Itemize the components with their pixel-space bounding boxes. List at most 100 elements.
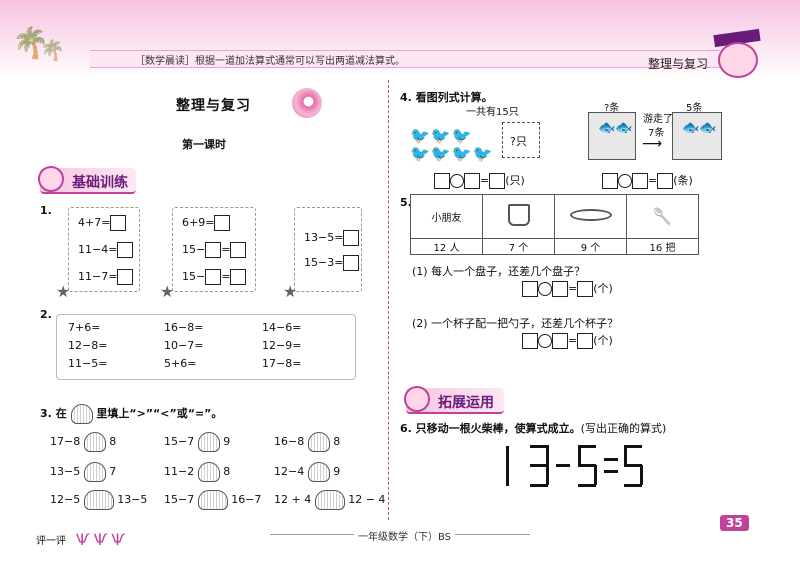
answer-box[interactable] bbox=[522, 333, 538, 349]
equation: 15−= bbox=[182, 242, 247, 258]
morning-reading-tip: ［数学晨读］根据一道加法算式通常可以写出两道减法算式。 bbox=[135, 56, 405, 67]
cup-icon bbox=[507, 204, 530, 226]
answer-box[interactable] bbox=[489, 173, 506, 189]
book-name: 一年级数学（下）BS bbox=[354, 528, 456, 543]
matchstick[interactable] bbox=[624, 464, 642, 467]
matchstick[interactable] bbox=[546, 465, 549, 485]
answer-box[interactable] bbox=[214, 215, 231, 231]
fish-icon: 🐟🐟 bbox=[682, 120, 717, 136]
answer-box[interactable] bbox=[522, 281, 538, 297]
matchstick[interactable] bbox=[624, 445, 627, 465]
matchstick[interactable] bbox=[506, 446, 509, 486]
answer-box[interactable] bbox=[632, 173, 648, 189]
equation-template: =(只) bbox=[434, 172, 525, 189]
expression: 12−9= bbox=[262, 339, 302, 352]
starfish-icon: ★ bbox=[160, 282, 175, 301]
answer-box[interactable] bbox=[577, 281, 594, 297]
equation: 15−3= bbox=[304, 255, 360, 271]
equation: 6+9= bbox=[182, 215, 231, 231]
matchstick[interactable] bbox=[640, 465, 643, 485]
compare-blank[interactable] bbox=[83, 462, 106, 482]
compare-blank[interactable] bbox=[314, 490, 345, 510]
matchstick[interactable] bbox=[578, 484, 596, 487]
answer-box[interactable] bbox=[577, 333, 594, 349]
answer-box[interactable] bbox=[110, 215, 127, 231]
starfish-icon: ★ bbox=[56, 282, 71, 301]
matchstick[interactable] bbox=[530, 445, 548, 448]
section-name: 整理与复习 bbox=[648, 57, 709, 71]
equation-template: =(个) bbox=[522, 332, 613, 349]
answer-box[interactable] bbox=[117, 269, 134, 285]
operator-circle[interactable] bbox=[450, 174, 464, 188]
operator-circle[interactable] bbox=[618, 174, 632, 188]
answer-box[interactable] bbox=[552, 333, 568, 349]
matchstick[interactable] bbox=[578, 445, 596, 448]
comparison: 12−5 13−5 bbox=[50, 490, 147, 510]
answer-box[interactable] bbox=[602, 173, 618, 189]
operator-circle[interactable] bbox=[538, 334, 552, 348]
matchstick[interactable] bbox=[530, 464, 548, 467]
comparison: 16−8 8 bbox=[274, 432, 340, 452]
sub-question-2: (2) 一个杯子配一把勺子，还差几个杯子？ bbox=[412, 317, 619, 330]
expression: 12−8= bbox=[68, 339, 108, 352]
spoon-cell: 🥄 bbox=[626, 194, 699, 239]
matchstick[interactable] bbox=[624, 445, 642, 448]
equation: 11−4= bbox=[78, 242, 134, 258]
arrow-right-icon: ⟶ bbox=[642, 136, 663, 152]
shell-icon bbox=[292, 88, 322, 118]
basic-training-label: 基础训练 bbox=[72, 175, 128, 191]
birds-picture: 🐦🐦🐦🐦 bbox=[410, 144, 494, 163]
palm-tree-icon: 🌴 bbox=[12, 26, 50, 61]
birds-picture: 🐦🐦🐦 bbox=[410, 126, 473, 145]
sub-question-1: (1) 每人一个盘子，还差几个盘子？ bbox=[412, 265, 586, 278]
page-title: 整理与复习 bbox=[176, 98, 251, 114]
starfish-icon: ★ bbox=[283, 282, 298, 301]
compare-blank[interactable] bbox=[197, 490, 228, 510]
answer-box[interactable] bbox=[464, 173, 480, 189]
answer-box[interactable] bbox=[552, 281, 568, 297]
mascot-icon bbox=[718, 42, 758, 78]
matchstick[interactable] bbox=[604, 470, 618, 473]
comparison: 12 + 4 12 − 4 bbox=[274, 490, 385, 510]
compare-blank[interactable] bbox=[307, 462, 330, 482]
matchstick[interactable] bbox=[594, 465, 597, 485]
matchstick[interactable] bbox=[604, 458, 618, 461]
compare-blank[interactable] bbox=[83, 432, 106, 452]
header-children: 小朋友 bbox=[410, 194, 483, 239]
answer-box[interactable] bbox=[343, 230, 360, 246]
answer-box[interactable] bbox=[434, 173, 450, 189]
equation: 13−5= bbox=[304, 230, 360, 246]
total-label: 一共有15只 bbox=[466, 107, 519, 118]
expression: 7+6= bbox=[68, 321, 101, 334]
answer-box[interactable] bbox=[230, 242, 247, 258]
comparison: 15−7 16−7 bbox=[164, 490, 261, 510]
answer-box[interactable] bbox=[343, 255, 360, 271]
matchstick[interactable] bbox=[530, 484, 548, 487]
answer-box[interactable] bbox=[205, 269, 222, 285]
compare-blank[interactable] bbox=[83, 490, 114, 510]
compare-blank[interactable] bbox=[307, 432, 330, 452]
matchstick[interactable] bbox=[546, 445, 549, 465]
equation: 15−= bbox=[182, 269, 247, 285]
palm-tree-icon: 🌴 bbox=[40, 38, 65, 62]
expression: 16−8= bbox=[164, 321, 204, 334]
expression: 11−5= bbox=[68, 357, 108, 370]
calculation-box bbox=[56, 314, 356, 380]
equation-card bbox=[294, 207, 362, 292]
answer-box[interactable] bbox=[657, 173, 674, 189]
answer-box[interactable] bbox=[117, 242, 134, 258]
mascot-icon bbox=[404, 386, 430, 412]
operator-circle[interactable] bbox=[538, 282, 552, 296]
matchstick[interactable] bbox=[578, 445, 581, 465]
matchstick[interactable] bbox=[578, 464, 596, 467]
matchstick[interactable] bbox=[556, 464, 570, 467]
comparison: 13−5 7 bbox=[50, 462, 116, 482]
answer-box[interactable] bbox=[230, 269, 247, 285]
items-table: 小朋友 🥄 12 人 7 个 9 个 16 把 bbox=[410, 194, 699, 255]
comparison: 17−8 8 bbox=[50, 432, 116, 452]
compare-blank[interactable] bbox=[197, 432, 220, 452]
matchstick[interactable] bbox=[624, 484, 642, 487]
fish-icon: 🐟🐟 bbox=[598, 120, 633, 136]
answer-box[interactable] bbox=[205, 242, 222, 258]
compare-blank[interactable] bbox=[197, 462, 220, 482]
